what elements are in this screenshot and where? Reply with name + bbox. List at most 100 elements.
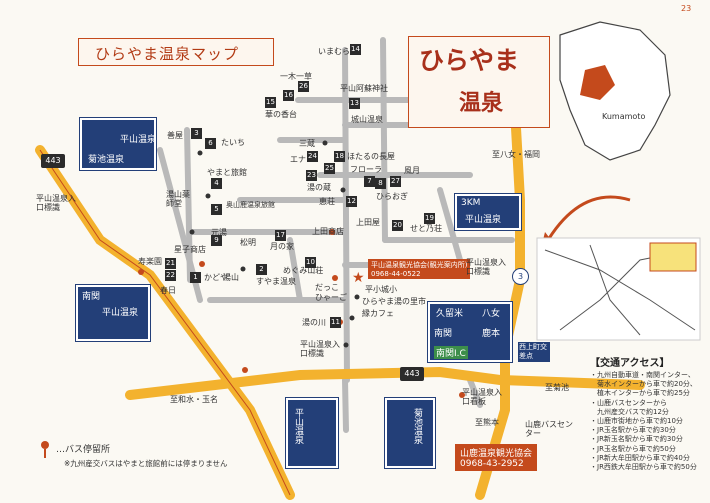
spot-name-22: 春日	[160, 286, 176, 295]
spot-name-3: たいち	[221, 138, 245, 147]
to-kikuchi: 至菊池	[545, 383, 569, 392]
spot-name-11: 湯の川	[302, 318, 326, 327]
spot-name-24: 三蔵	[299, 139, 315, 148]
route-443-marker-north: 443	[41, 154, 65, 168]
road-sign-w-sub: 南関	[82, 292, 101, 302]
spot-number-17: 17	[275, 230, 286, 241]
spot-number-1: 1	[190, 272, 201, 283]
spot-name-1: かどや	[204, 273, 228, 282]
spot-number-16: 16	[283, 90, 294, 101]
spot-number-6: 6	[205, 138, 216, 149]
logo-top-text: ひらやま	[419, 46, 520, 75]
road-sign-j-c: 南関	[434, 329, 453, 339]
spot-name-2: すやま温泉	[256, 277, 296, 286]
road-sign-s2-text: 菊池温泉	[412, 408, 422, 444]
yamaga-bus-center: 山鹿バスセンター	[525, 420, 573, 438]
spot-name-5: 奥山鹿温泉旅館	[226, 201, 275, 209]
kanko-kumiai-name: 平山温泉観光協会(観光案内所)	[371, 261, 468, 269]
road-sign-nw-text: 平山温泉	[120, 135, 157, 145]
spot-number-12: 12	[346, 196, 357, 207]
spot-name-15: 華の香台	[265, 110, 297, 119]
kumamoto-label: Kumamoto	[602, 112, 646, 121]
kanko-kumiai-tel: 0968-44-0522	[371, 270, 421, 278]
hirayama-logo: ひらやま 温泉	[408, 36, 550, 128]
yamaga-kanko-name: 山鹿温泉観光協会	[460, 449, 533, 459]
spot-name-23: 湯の蔵	[307, 183, 331, 192]
place-cafe: 縁カフェ	[362, 309, 394, 318]
map-title-box: ひらやま温泉マップ	[78, 38, 274, 66]
to-yatsu: 至八女・福岡	[492, 150, 540, 159]
bus-stop-legend: …バス停留所	[56, 445, 111, 455]
road-sign-east: 3KM 平山温泉	[455, 194, 521, 230]
entrance-sign-3: 平山温泉入口標識	[300, 340, 340, 358]
spot-number-24: 24	[307, 151, 318, 162]
spot-name-8: ひらおぎ	[376, 192, 408, 201]
access-title: 【交通アクセス】	[590, 358, 670, 369]
spot-name-25: エナ	[290, 155, 306, 164]
access-line: 植木インターから車で約25分	[590, 389, 690, 398]
spot-number-27: 27	[390, 176, 401, 187]
spot-number-2: 2	[256, 264, 267, 275]
road-sign-j-a: 久留米	[436, 309, 464, 319]
road-sign-j-b: 八女	[482, 309, 501, 319]
nishikamimachi-label: 西上町交差点	[518, 342, 550, 362]
spot-name-12: 恵荘	[319, 197, 335, 206]
bus-stop-note: ※九州産交バスはやまと旅館前には停まりません	[64, 459, 228, 468]
spot-number-23: 23	[306, 170, 317, 181]
spot-name-4: やまと旅館	[207, 168, 247, 177]
spot-name-21: 寿楽園	[138, 257, 162, 266]
spot-name-20: 上田屋	[356, 218, 380, 227]
spot-number-22: 22	[165, 270, 176, 281]
spot-number-19: 19	[424, 213, 435, 224]
spot-number-13: 13	[349, 98, 360, 109]
spot-name-18: ほたるの長屋	[347, 152, 395, 161]
route-443-marker-south: 443	[400, 367, 424, 381]
spot-number-15: 15	[265, 97, 276, 108]
yamaga-kanko-tel: 0968-43-2952	[460, 459, 524, 469]
entrance-sign-1: 平山温泉入口標識	[36, 194, 76, 212]
spot-name-16: 平山阿蘇神社	[340, 84, 388, 93]
kanko-kumiai-label: 平山温泉観光協会(観光案内所) 0968-44-0522	[368, 259, 471, 279]
access-line: 菊水インターから車で約20分、	[590, 380, 697, 389]
logo-bottom-text: 温泉	[459, 90, 504, 116]
place-hyakko: ひゃーご	[315, 293, 347, 302]
spot-number-9: 9	[211, 235, 222, 246]
road-sign-s1-text: 平山温泉	[293, 408, 303, 444]
road-sign-northwest: 平山温泉 菊池温泉	[80, 118, 156, 170]
spot-number-26: 26	[298, 81, 309, 92]
page-edge-number: 23	[681, 4, 692, 13]
svg-text:★: ★	[352, 270, 365, 286]
spot-name-26: 一木一草	[280, 72, 312, 81]
access-line: 九州産交バスで約12分	[590, 407, 669, 416]
entrance-sign-4: 平山温泉入口看板	[462, 388, 502, 406]
spot-name-27: 風月	[404, 166, 420, 175]
place-center: ひらやま湯の里市	[362, 297, 426, 306]
spot-name-19: せと乃荘	[410, 224, 442, 233]
spot-number-11: 11	[330, 317, 341, 328]
road-sign-e-dist: 3KM	[461, 198, 481, 208]
yamaga-kanko-label: 山鹿温泉観光協会 0968-43-2952	[455, 444, 538, 471]
spot-name-14: いまむら	[318, 47, 350, 56]
place-zenya: 善屋	[167, 131, 183, 140]
road-sign-j-d: 鹿本	[482, 329, 501, 339]
access-line: ・JR玉名駅から車で約50分	[590, 444, 676, 453]
spot-number-4: 4	[211, 178, 222, 189]
entrance-sign-2: 平山温泉入口標識	[466, 258, 506, 276]
access-line: ・JR新玉名駅から車で約30分	[590, 435, 683, 444]
access-line: ・山鹿バスセンターから	[590, 398, 667, 407]
place-hoshiko: 星子商店	[174, 245, 206, 254]
spot-number-5: 5	[211, 204, 222, 215]
to-kumamoto: 至熊本	[475, 418, 499, 427]
access-line: ・JR新大牟田駅から車で約40分	[590, 453, 690, 462]
road-sign-e-text: 平山温泉	[465, 215, 502, 225]
spot-name-17: 月の家	[270, 242, 294, 251]
spot-number-7: 7	[364, 176, 375, 187]
place-ueda: 上田商店	[312, 227, 344, 236]
spot-name-7: フローラ	[350, 165, 382, 174]
access-line: ・JR玉名駅から車で約30分	[590, 426, 676, 435]
map-title: ひらやま温泉マップ	[95, 45, 240, 63]
spot-name-6: 元湯	[211, 228, 227, 237]
spot-number-20: 20	[392, 220, 403, 231]
